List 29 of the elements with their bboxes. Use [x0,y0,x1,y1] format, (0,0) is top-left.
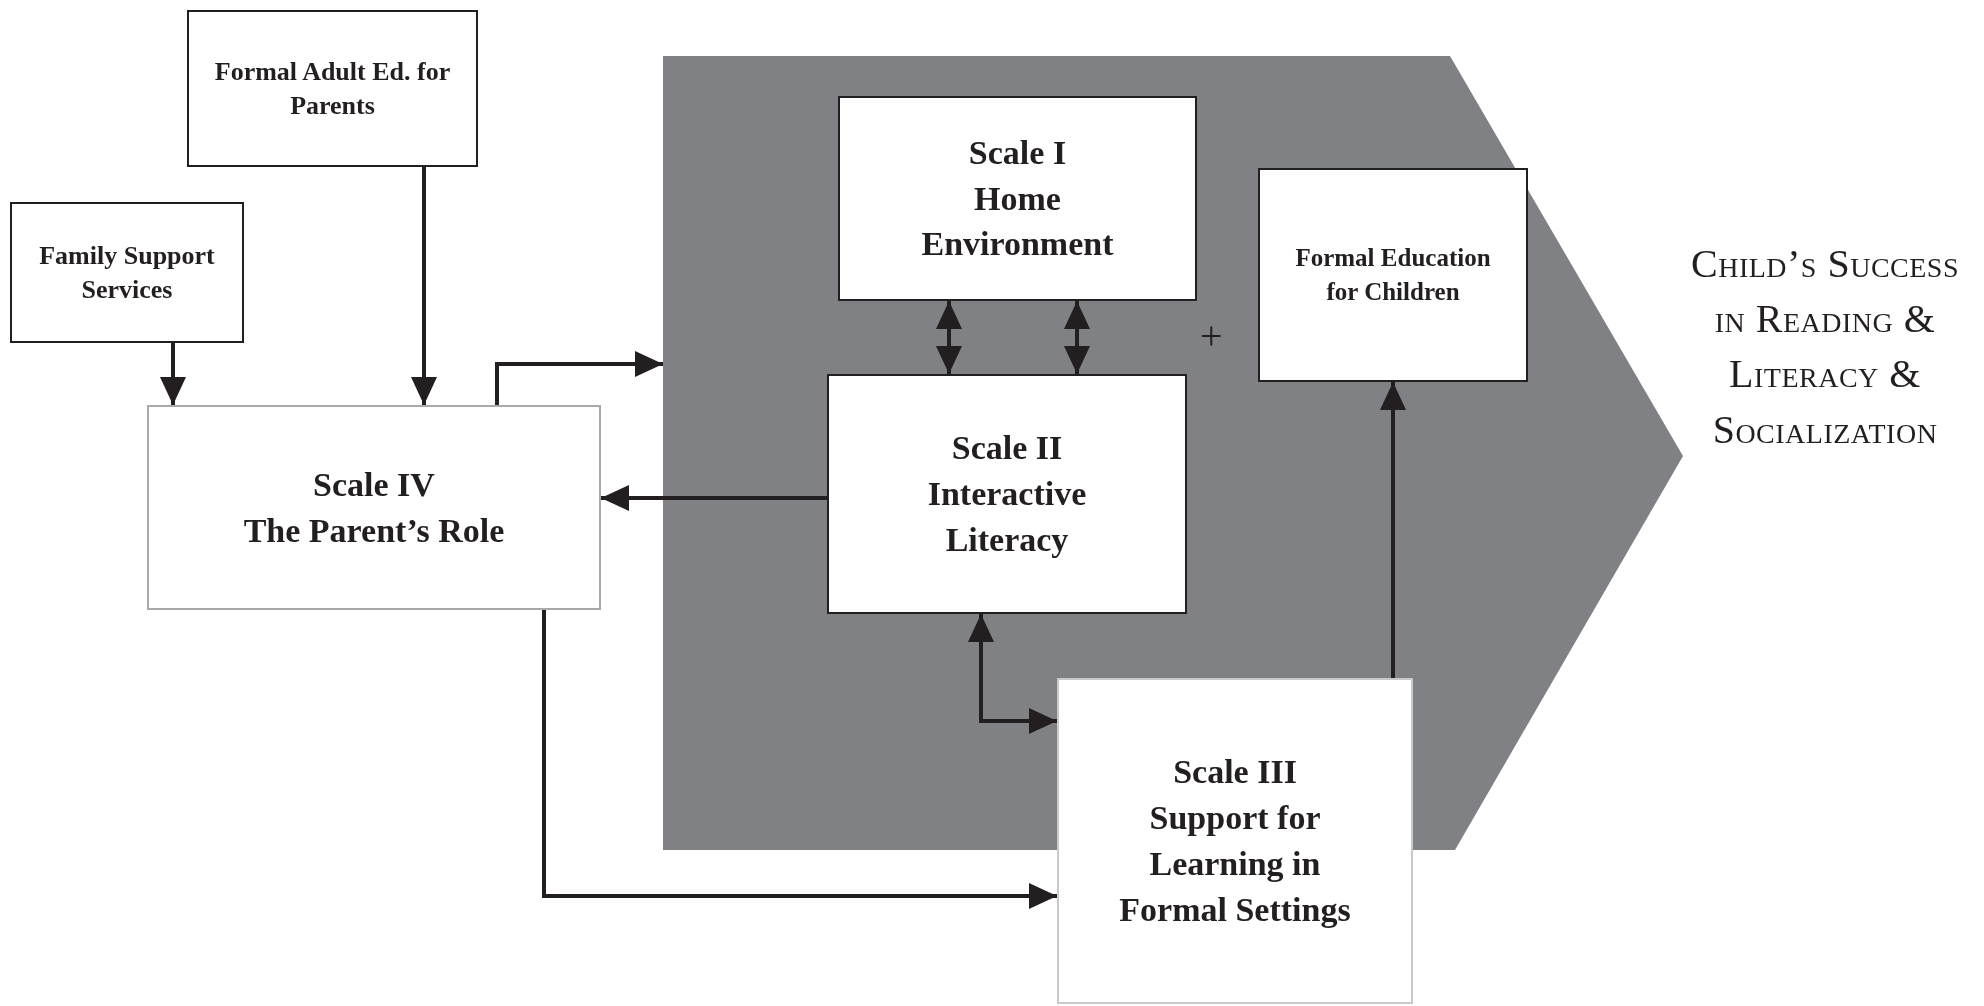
arrow [542,610,1057,909]
box-text: Formal Education for Children [1294,243,1492,307]
arrow [601,485,827,511]
arrow [411,167,437,405]
text-box [10,202,244,343]
text-box [838,96,1197,301]
outcome-text: Child’s Success in Reading & Literacy & Socialization [1690,240,1960,454]
box-text: Formal Adult Ed. for Parents [213,55,452,122]
box-text: Family Support Services [38,239,216,306]
box-text: Scale IV [313,464,435,505]
text-box [187,10,478,167]
box-text: Scale I [968,132,1067,173]
box-text: The Parent’s Role [243,510,505,551]
arrow [160,343,186,405]
text-box [827,374,1187,614]
arrow [936,301,962,374]
arrow [968,614,1057,734]
plus-sign: + [1200,312,1223,359]
text-box [1258,168,1528,382]
text-box [1057,678,1413,1004]
box-text: Scale II [951,428,1063,469]
box-text: Scale III [1173,752,1297,793]
arrow [1064,301,1090,374]
box-text: Home Environment [920,178,1115,265]
arrow [1380,382,1406,678]
box-text: Interactive Literacy [926,474,1088,560]
arrow [495,351,663,405]
text-box [147,405,601,610]
box-text: Support for Learning in Formal Settings [1118,798,1352,930]
